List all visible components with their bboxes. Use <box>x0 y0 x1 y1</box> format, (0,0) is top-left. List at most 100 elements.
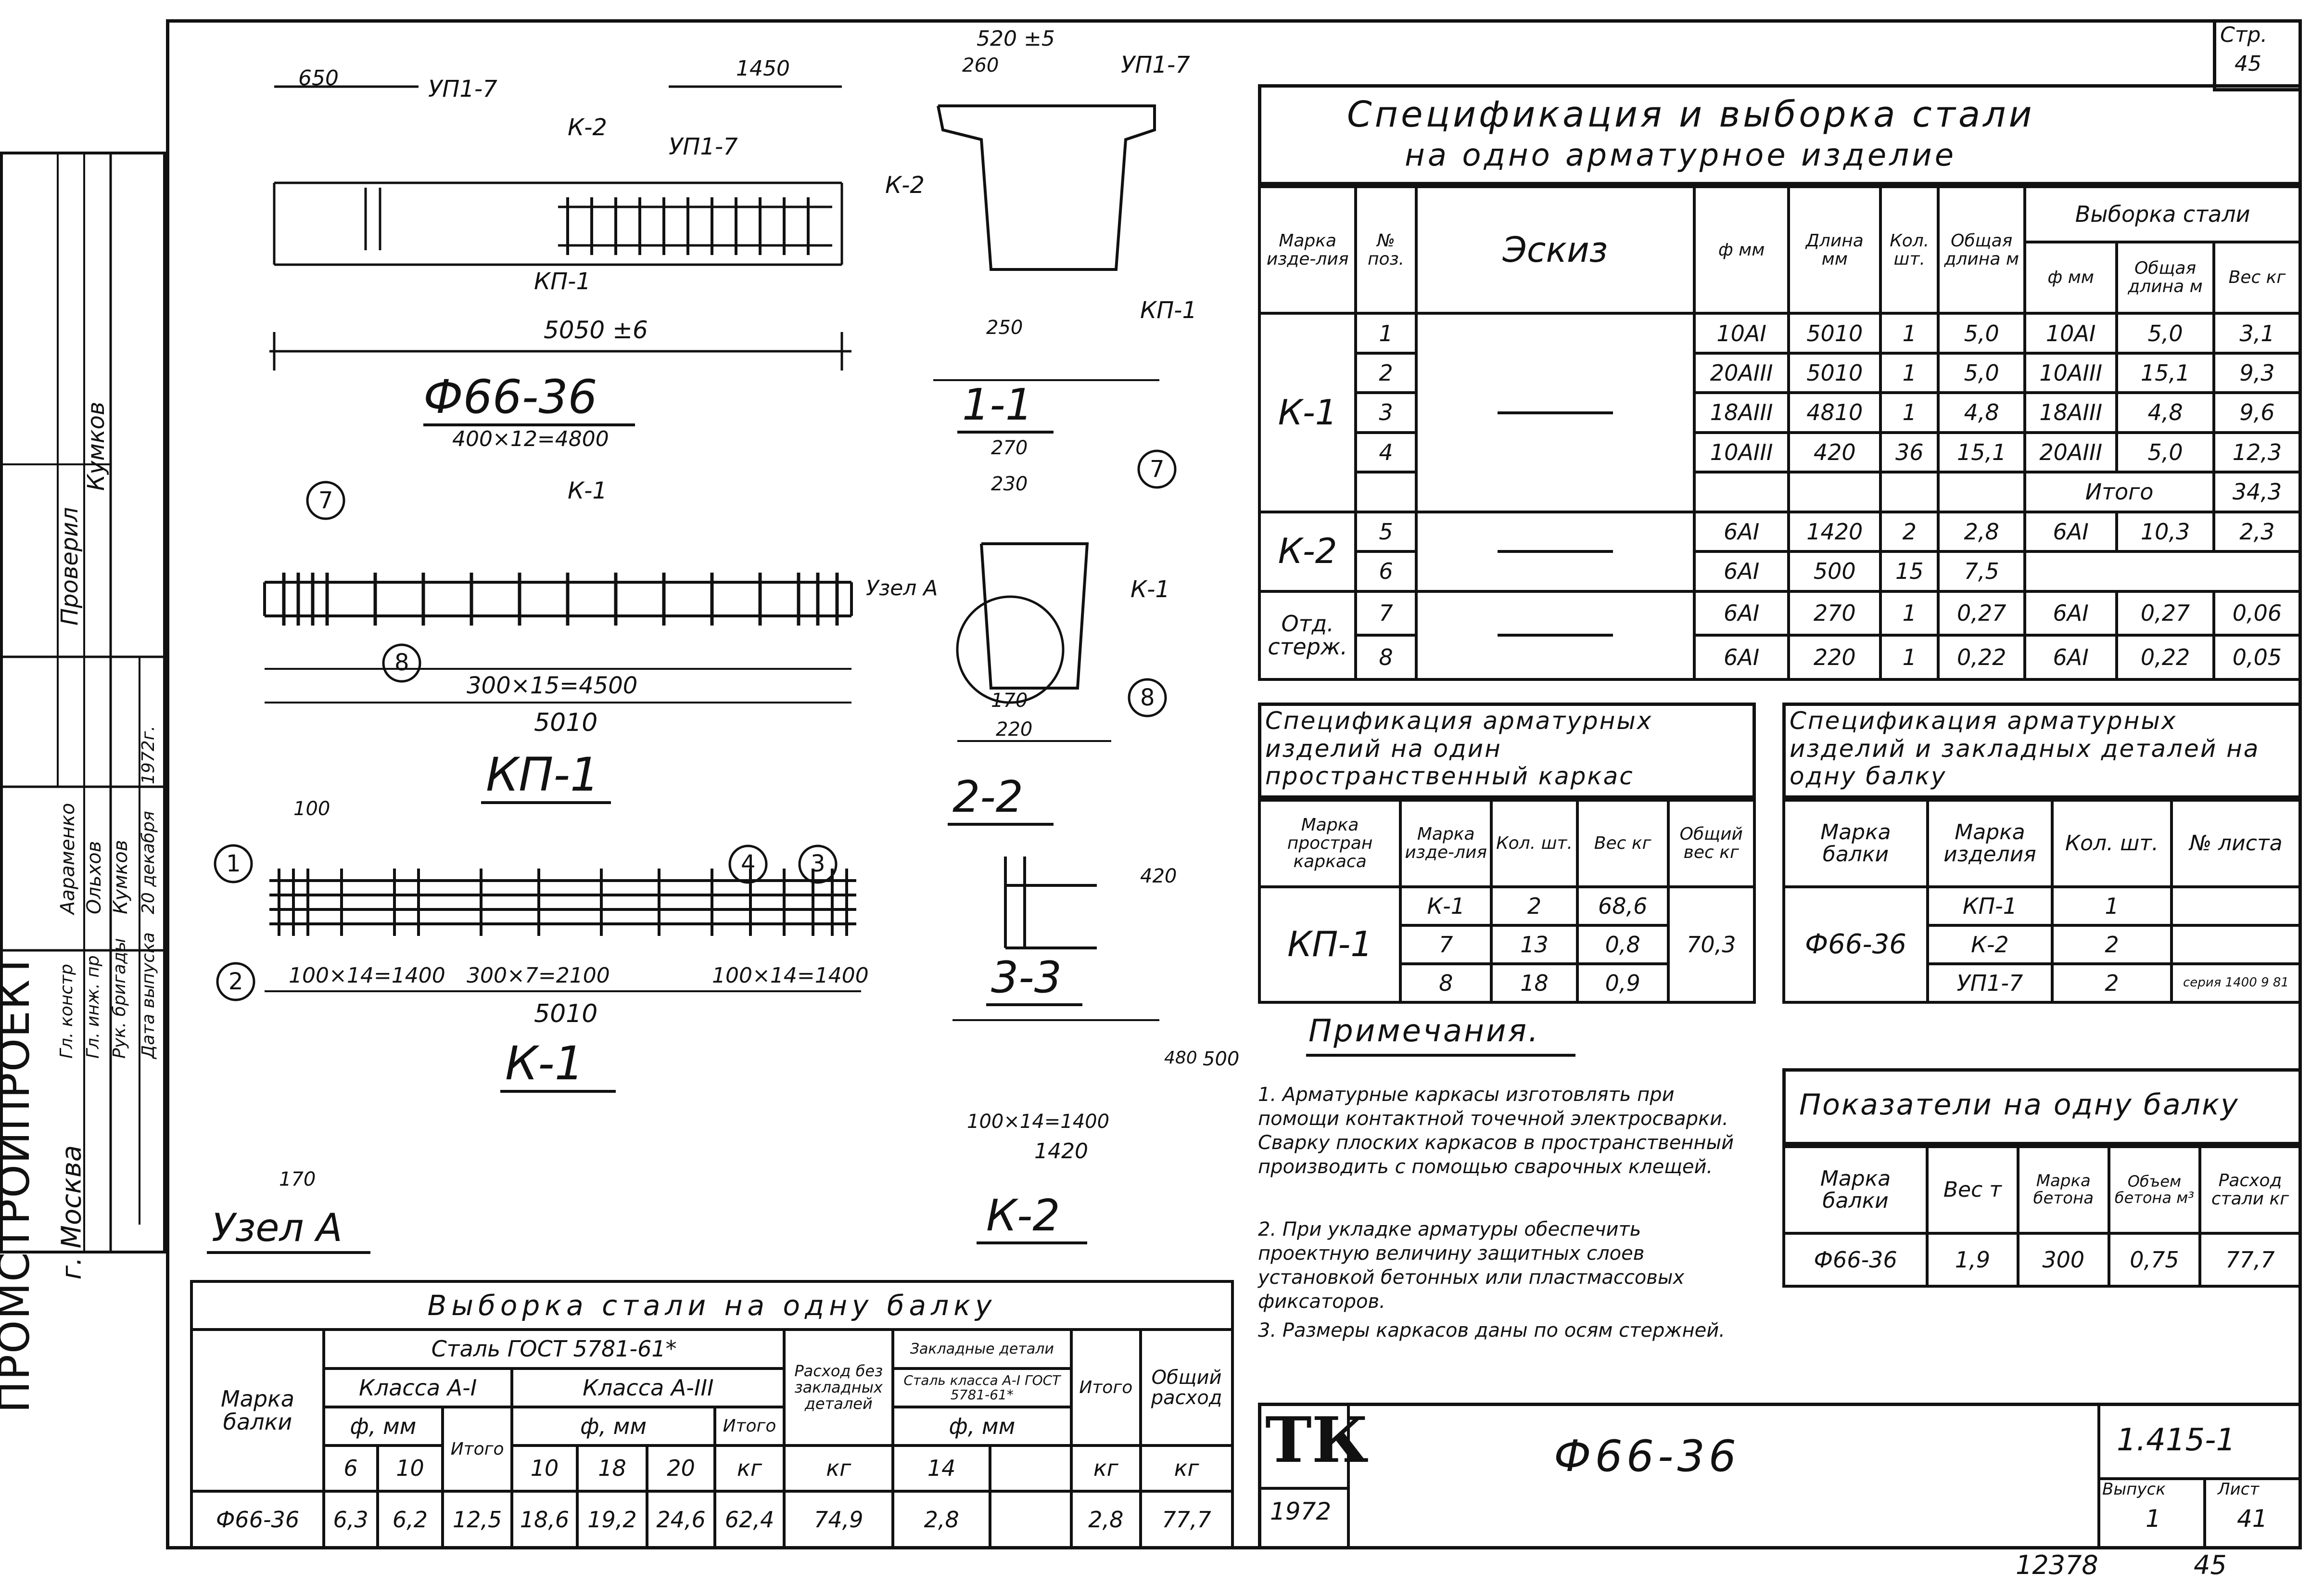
spec-cell: 20АIII <box>2023 431 2119 474</box>
side-city: г. Москва <box>56 1145 88 1280</box>
page-number-box <box>2213 19 2302 91</box>
spec-cell: 270 <box>1787 589 1882 637</box>
side-name-1: Аараменко <box>57 803 79 914</box>
steel-h-a1-phi: ф, мм <box>322 1406 444 1447</box>
spec-cell: 4810 <box>1787 391 1882 434</box>
beam-spec-series: серия 1400 9 81 <box>2170 962 2302 1004</box>
beam-elevation <box>269 85 851 371</box>
spec-h-pos: № поз. <box>1354 185 1418 315</box>
spec-cell: 6АI <box>1692 634 1791 681</box>
spec-cell: 15,1 <box>1937 431 2027 474</box>
callout-7-b: 7 <box>1150 456 1165 483</box>
spatial-cell: 0,8 <box>1575 924 1670 965</box>
callout-1-a: 1 <box>226 850 241 877</box>
spec-cell: 10АIII <box>1692 431 1791 474</box>
spec-empty <box>2023 550 2302 593</box>
side-role-1: Гл. констр <box>57 964 76 1059</box>
steel-d: 6 <box>322 1444 380 1493</box>
steel-d: 10 <box>376 1444 444 1493</box>
spec-cell: 10,3 <box>2115 510 2215 553</box>
beam-spec-title-box <box>1782 703 2302 799</box>
beam-spec-h-0: Марка балки <box>1782 799 1929 888</box>
spatial-h-2: Кол. шт. <box>1490 799 1579 888</box>
spec-cell: 4,8 <box>1937 391 2027 434</box>
note-3: 3. Размеры каркасов даны по осям стержне… <box>1258 1319 1725 1342</box>
ind-h-3: Объем бетона м³ <box>2107 1145 2201 1235</box>
stamp-list: 41 <box>2237 1505 2268 1533</box>
steel-h-a1-itogo: Итого <box>441 1406 514 1493</box>
callout-3-a: 3 <box>811 850 825 877</box>
spec-cell: 5,0 <box>1937 351 2027 395</box>
spatial-h-3: Вес кг <box>1575 799 1670 888</box>
steel-h-a3-itogo: Итого <box>713 1406 786 1447</box>
stamp-tk: ТК <box>1265 1403 1369 1477</box>
stamp-mark: Ф66-36 <box>1554 1431 1740 1482</box>
side-name-4: 20 декабря <box>139 811 158 914</box>
side-year: 1972г. <box>139 726 158 784</box>
spec-cell: 0,22 <box>1937 634 2027 681</box>
label-k2-b: К-2 <box>885 172 925 199</box>
steel-cell: 19,2 <box>575 1489 649 1550</box>
title-s22-underline <box>948 823 1054 826</box>
spec-cell: 1 <box>1879 391 1940 434</box>
dim-4800: 400×12=4800 <box>452 427 609 451</box>
corner-number: 12378 <box>2016 1550 2098 1580</box>
spec-sketch-k2 <box>1414 510 1696 593</box>
title-s11-underline <box>957 431 1054 434</box>
spatial-cell: 13 <box>1490 924 1579 965</box>
spec-cell: 6АI <box>2023 510 2119 553</box>
dim-230: 230 <box>991 473 1028 495</box>
dim-170: 170 <box>991 690 1028 712</box>
k1-bars <box>278 869 848 936</box>
steel-h-a3: Класса А-III <box>510 1367 786 1409</box>
spec-cell: 8 <box>1354 634 1418 681</box>
dim-250: 250 <box>986 317 1023 339</box>
drawings-svg <box>214 85 1177 1021</box>
label-k2-a: К-2 <box>568 114 607 141</box>
spatial-cell: 2 <box>1490 885 1579 927</box>
spec-cell: 5010 <box>1787 312 1882 355</box>
spatial-title: Спецификация арматурных изделий на один … <box>1265 707 1653 790</box>
steel-kg: кг <box>713 1444 786 1493</box>
dim-260: 260 <box>962 54 999 77</box>
side-role-2: Гл. инж. пр <box>83 955 103 1059</box>
title-k2: К-2 <box>986 1190 1060 1241</box>
stamp-vyp: 1 <box>2146 1505 2161 1533</box>
spec-cell: 6АI <box>2023 589 2119 637</box>
steel-cell: 74,9 <box>783 1489 895 1550</box>
spec-cell: 2 <box>1879 510 1940 553</box>
stamp-code: 1.415-1 <box>2117 1422 2236 1458</box>
spec-cell: 9,6 <box>2212 391 2302 434</box>
spec-cell: 420 <box>1787 431 1882 474</box>
ind-h-4: Расход стали кг <box>2198 1145 2302 1235</box>
steel-h-a1: Класса А-I <box>322 1367 514 1409</box>
section-2-2 <box>956 542 1111 742</box>
ind-cell: 1,9 <box>1926 1232 2019 1288</box>
indicators-title: Показатели на одну балку <box>1799 1088 2239 1122</box>
spec-itogo-val: 34,3 <box>2212 471 2302 513</box>
dim-270: 270 <box>991 437 1028 459</box>
title-kp1: КП-1 <box>486 748 600 802</box>
beam-spec-cell: УП1-7 <box>1926 962 2054 1004</box>
label-uzel-a: Узел А <box>866 576 938 601</box>
steel-cell: 2,8 <box>1069 1489 1143 1550</box>
steel-empty <box>989 1444 1073 1493</box>
spec-empty <box>1692 471 1791 513</box>
sketch-bar <box>1497 550 1613 553</box>
stamp-list-label: Лист <box>2218 1480 2260 1499</box>
spec-cell: 5,0 <box>2115 431 2215 474</box>
steel-title: Выборка стали на одну балку <box>190 1279 1234 1331</box>
spec-cell: 10АI <box>2023 312 2119 355</box>
spec-cell: 15 <box>1879 550 1940 593</box>
label-k1-b: К-1 <box>1130 576 1170 603</box>
side-stamp-lines <box>0 152 166 1253</box>
spec-otd: Отд. стерж. <box>1257 589 1358 681</box>
sketch-bar <box>1497 634 1613 637</box>
side-role-3: Рук. бригады <box>110 938 129 1059</box>
section-3-3 <box>1004 857 1097 949</box>
spec-cell: 6АI <box>2023 634 2119 681</box>
steel-d: 18 <box>575 1444 649 1493</box>
title-k2-underline <box>977 1241 1087 1244</box>
beam-spec-table: Марка балки Марка изделия Кол. шт. № лис… <box>1782 799 2302 1004</box>
spec-cell: 10АIII <box>2023 351 2119 395</box>
